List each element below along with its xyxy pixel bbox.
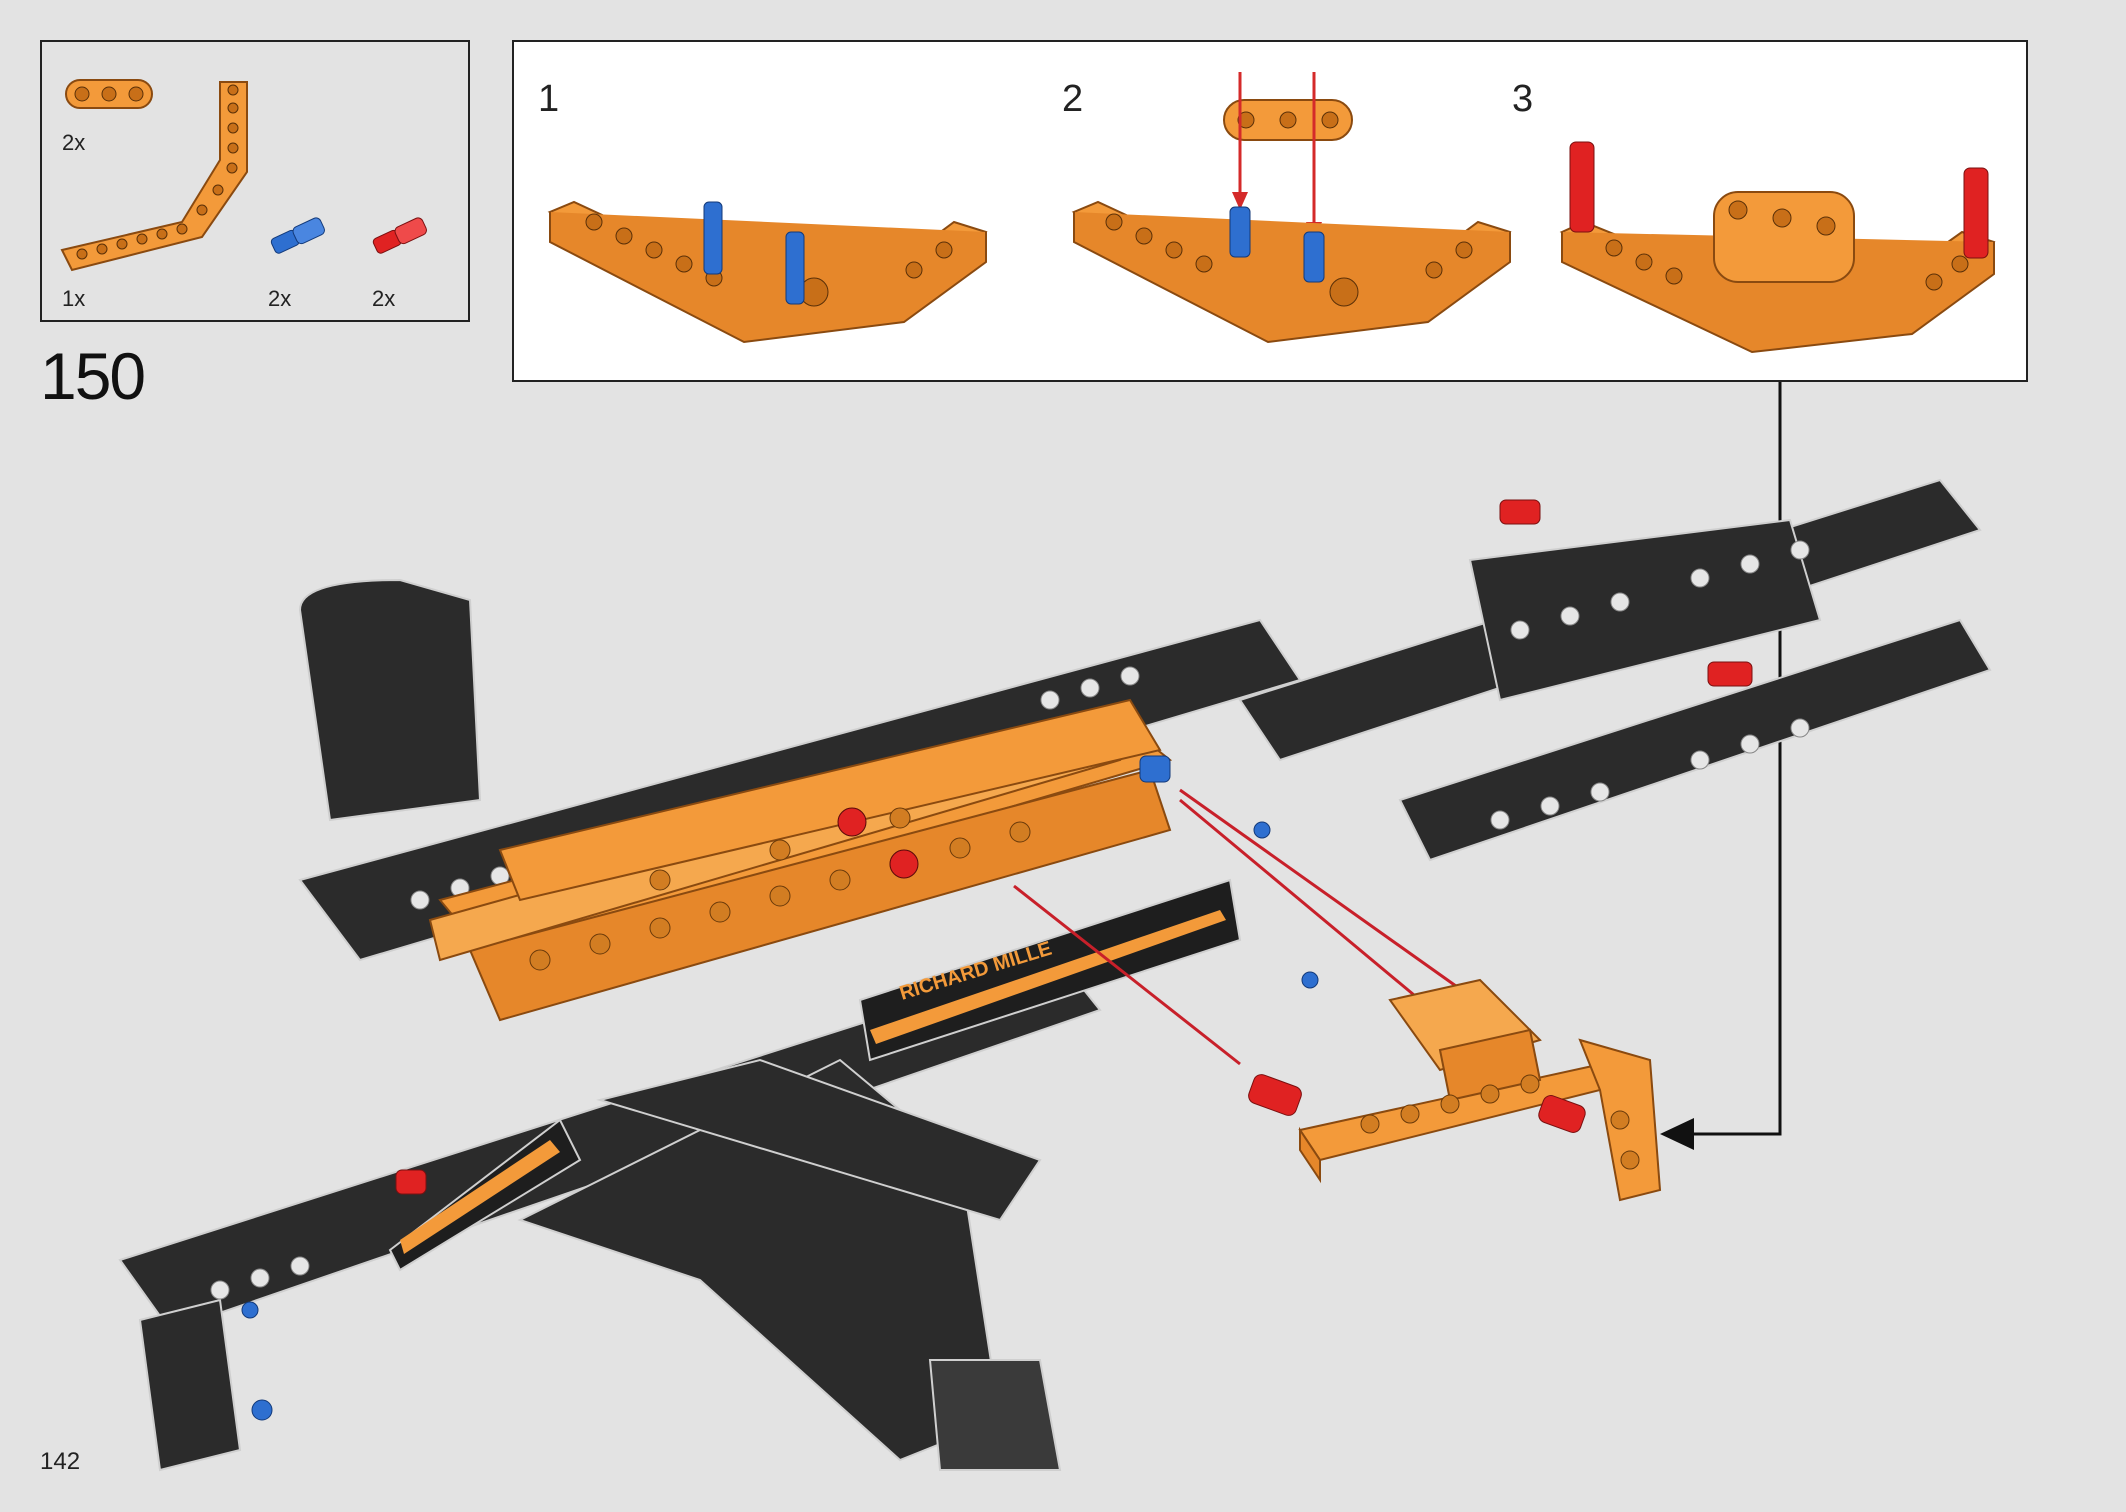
orange-beam-stack [428,698,1173,1022]
orange-beam-holes [529,807,1031,971]
substep-illustrations [547,72,1996,354]
decal-panel [858,878,1242,1062]
substep-label-3: 3 [1512,78,1534,120]
model-red-pins [395,499,1753,1195]
callout-connector [1660,382,1782,1150]
angled-beam-part [60,81,248,272]
parts-illustrations [60,79,427,272]
step-number: 150 [40,339,146,413]
attach-red-pin [1248,1074,1302,1116]
substep-label-2: 2 [1062,78,1084,120]
red-axle-connector [889,849,919,879]
sub-assembly-box: 1 2 3 [512,40,2028,382]
qty-angled-beam: 1x [62,286,86,311]
qty-short-beam: 2x [62,130,86,155]
blue-pin-part [270,217,325,254]
chassis-holes [210,540,1810,1300]
red-axle-connector [837,807,867,837]
substep-1-assembly [547,200,988,344]
parts-list-box: 2x 1x 2x 2x [40,40,470,322]
sub-assembly-holes [1360,1074,1640,1170]
assembly-arrows [1013,788,1471,1066]
short-beam-part [65,79,153,109]
substep-2-assembly [1071,72,1512,344]
red-pin-part [372,217,427,254]
attach-red-pin [1538,1095,1586,1133]
qty-blue-pin: 2x [268,286,292,311]
substep-3-assembly [1559,141,1996,354]
substep-label-1: 1 [538,78,560,120]
page-number: 142 [40,1448,81,1475]
qty-red-pin: 2x [372,286,396,311]
sub-assembly-attach [1298,978,1662,1202]
